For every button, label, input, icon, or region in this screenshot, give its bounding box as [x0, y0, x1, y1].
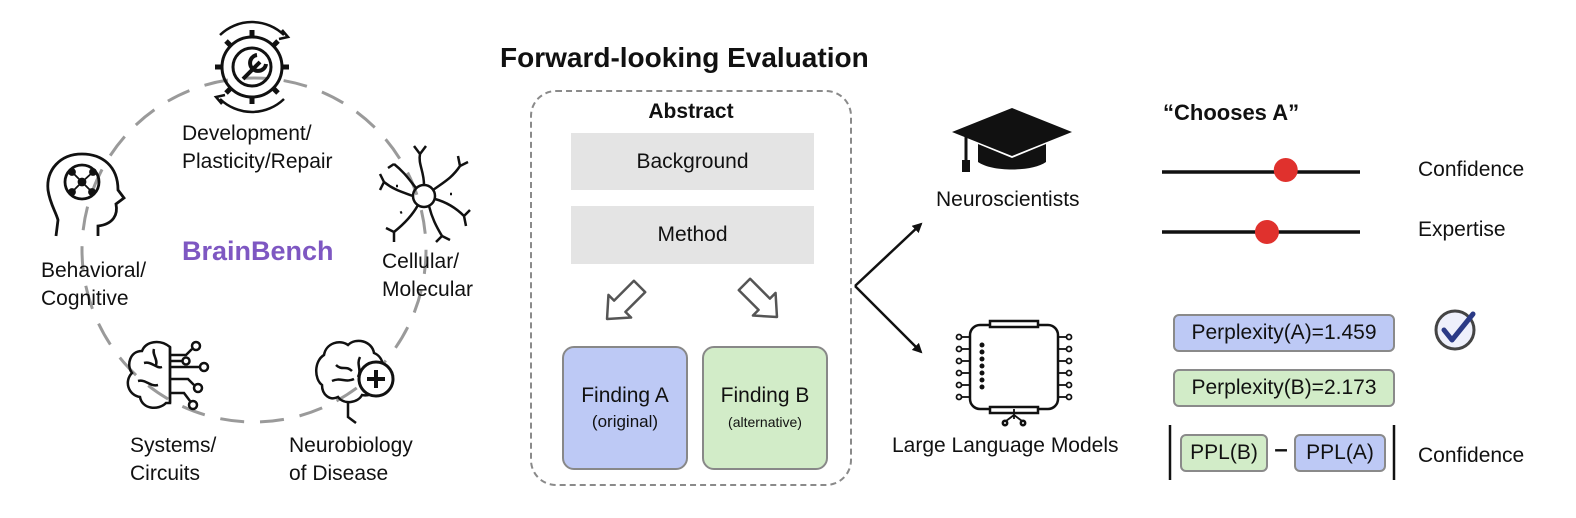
- chip-icon: [955, 319, 1073, 427]
- topic-behavioral-line1: Behavioral/: [41, 259, 147, 282]
- graduation-cap-icon: [952, 108, 1072, 172]
- slider-confidence-label: Confidence: [1418, 158, 1525, 181]
- ppl-a-pill: PPL(A): [1294, 434, 1386, 472]
- topic-development-line1: Development/: [182, 122, 312, 145]
- finding-b-sub: (alternative): [728, 414, 802, 430]
- finding-b-card: Finding B (alternative): [702, 346, 828, 470]
- arrow-to-finding-a-icon: [605, 279, 647, 321]
- topic-systems: Systems/ Circuits: [130, 432, 216, 488]
- abstract-container: [530, 90, 852, 486]
- slider-confidence-handle: [1273, 158, 1298, 182]
- slider-expertise-handle: [1254, 220, 1279, 244]
- abstract-title: Abstract: [648, 100, 734, 123]
- ppl-b-pill: PPL(B): [1180, 434, 1268, 472]
- check-circle-icon: [1434, 309, 1476, 351]
- gear-head-icon: [213, 20, 291, 114]
- brain-plus-icon: [315, 339, 395, 424]
- topic-cellular: Cellular/ Molecular: [382, 248, 473, 304]
- topic-behavioral: Behavioral/ Cognitive: [41, 257, 146, 313]
- slider-expertise-label: Expertise: [1418, 218, 1506, 241]
- topic-disease: Neurobiology of Disease: [289, 432, 413, 488]
- wheel-ring: [80, 76, 428, 424]
- arrow-to-finding-b-icon: [737, 277, 779, 319]
- perplexity-b-pill: Perplexity(B)=2.173: [1173, 369, 1395, 407]
- topic-systems-line1: Systems/: [130, 434, 217, 457]
- perplexity-a-pill: Perplexity(A)=1.459: [1173, 314, 1395, 352]
- method-block: Method: [571, 206, 814, 264]
- finding-a-sub: (original): [591, 412, 659, 431]
- finding-a-card: Finding A (original): [562, 346, 688, 470]
- topic-systems-line2: Circuits: [130, 462, 201, 485]
- brainbench-label: BrainBench: [182, 236, 334, 266]
- topic-behavioral-line2: Cognitive: [41, 287, 129, 310]
- llm-label: Large Language Models: [892, 434, 1119, 457]
- topic-cellular-line2: Molecular: [382, 278, 474, 301]
- llm-confidence-label: Confidence: [1418, 444, 1525, 467]
- finding-a-label: Finding A: [581, 384, 669, 407]
- chooses-a-label: “Chooses A”: [1163, 100, 1300, 125]
- neuroscientists-label: Neuroscientists: [936, 188, 1080, 211]
- minus-sign: –: [1274, 436, 1288, 463]
- topic-disease-line2: of Disease: [289, 462, 389, 485]
- brain-circuit-icon: [126, 340, 210, 411]
- branch-arrows: [854, 222, 923, 354]
- finding-b-label: Finding B: [720, 384, 810, 407]
- background-block: Background: [571, 133, 814, 190]
- neuron-icon: [378, 145, 471, 243]
- topic-development-line2: Plasticity/Repair: [182, 150, 333, 173]
- topic-development: Development/ Plasticity/Repair: [182, 120, 333, 176]
- page-title: Forward-looking Evaluation: [500, 42, 869, 73]
- head-network-icon: [46, 152, 126, 237]
- topic-cellular-line1: Cellular/: [382, 250, 460, 273]
- topic-disease-line1: Neurobiology: [289, 434, 413, 457]
